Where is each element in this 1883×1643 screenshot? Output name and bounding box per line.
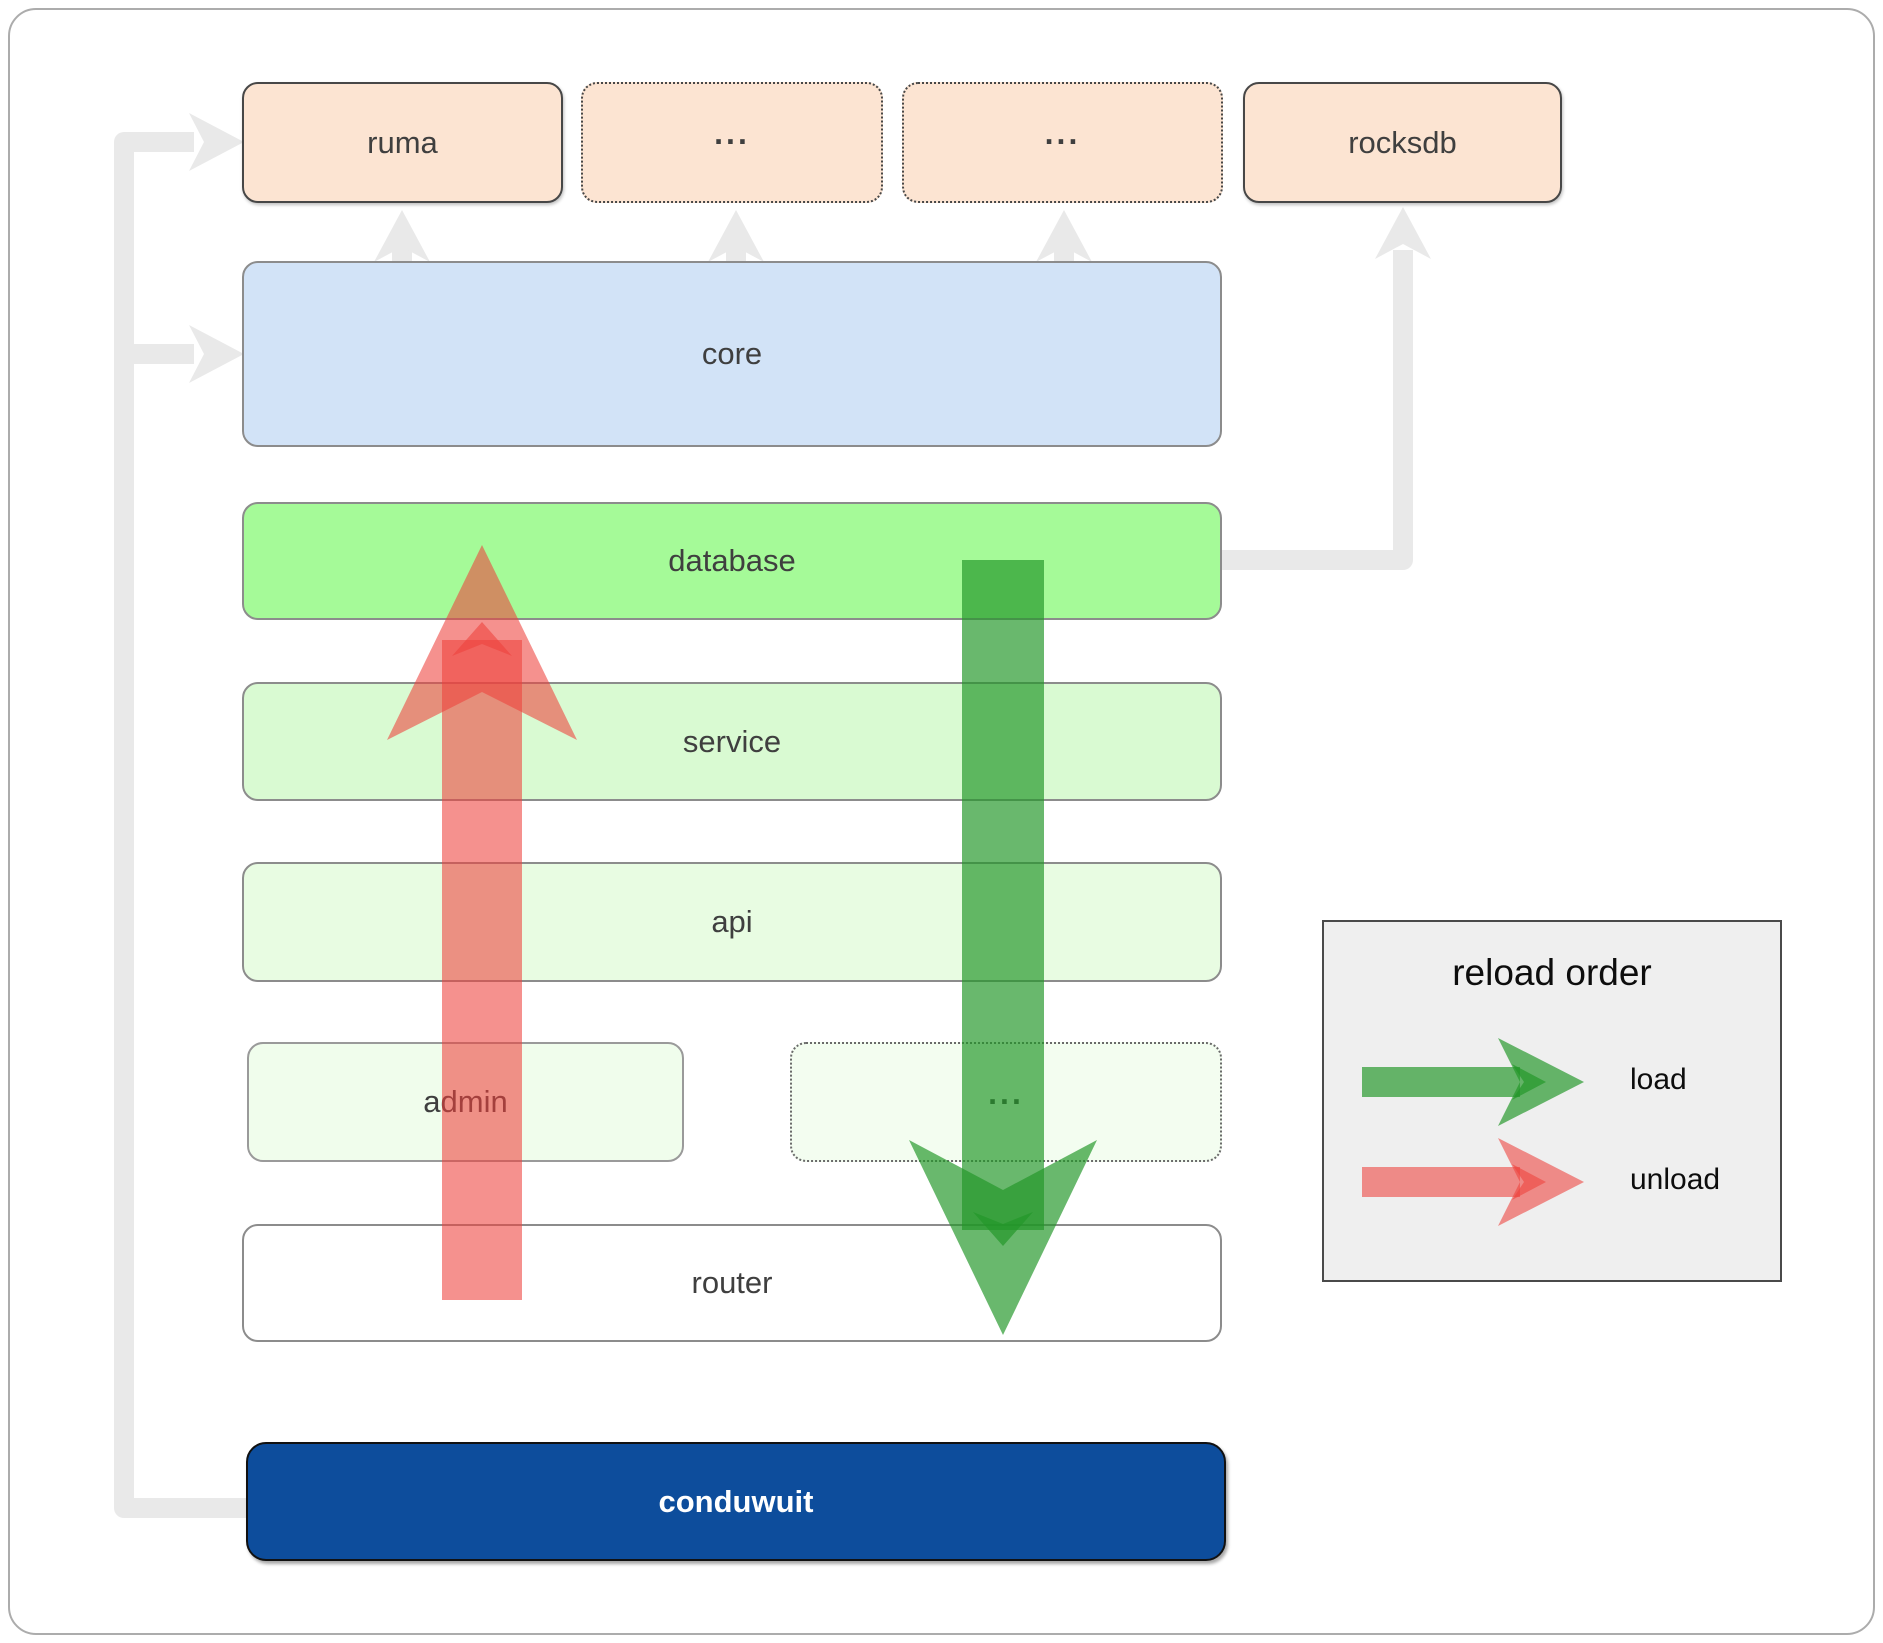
node-rocksdb-label: rocksdb (1348, 124, 1457, 160)
node-core: core (242, 261, 1222, 447)
node-service-label: service (682, 723, 782, 759)
node-router: router (242, 1224, 1222, 1342)
node-conduwuit: conduwuit (246, 1442, 1226, 1561)
node-dots-top-2-label: ... (1044, 115, 1081, 151)
legend-unload-label: unload (1630, 1163, 1721, 1196)
node-admin: admin (247, 1042, 684, 1162)
node-dots-admin-row: ... (790, 1042, 1222, 1162)
node-router-label: router (691, 1265, 773, 1300)
node-ruma: ruma (242, 82, 563, 203)
node-core-label: core (701, 336, 763, 371)
legend-title: reload order (1452, 952, 1652, 993)
outer-frame (8, 8, 1875, 1635)
legend-load-label: load (1630, 1063, 1687, 1096)
node-dots-admin-row-label: ... (988, 1074, 1024, 1111)
node-service: service (242, 682, 1222, 801)
node-admin-label: admin (423, 1084, 508, 1119)
node-dots-top-2: ... (902, 82, 1223, 203)
node-conduwuit-label: conduwuit (658, 1483, 814, 1519)
node-api: api (242, 862, 1222, 982)
node-database-label: database (668, 543, 796, 578)
node-database: database (242, 502, 1222, 620)
node-dots-top-1-label: ... (714, 115, 750, 151)
node-dots-top-1: ... (581, 82, 883, 203)
node-rocksdb: rocksdb (1243, 82, 1562, 203)
node-api-label: api (711, 904, 753, 939)
node-ruma-label: ruma (367, 124, 438, 160)
